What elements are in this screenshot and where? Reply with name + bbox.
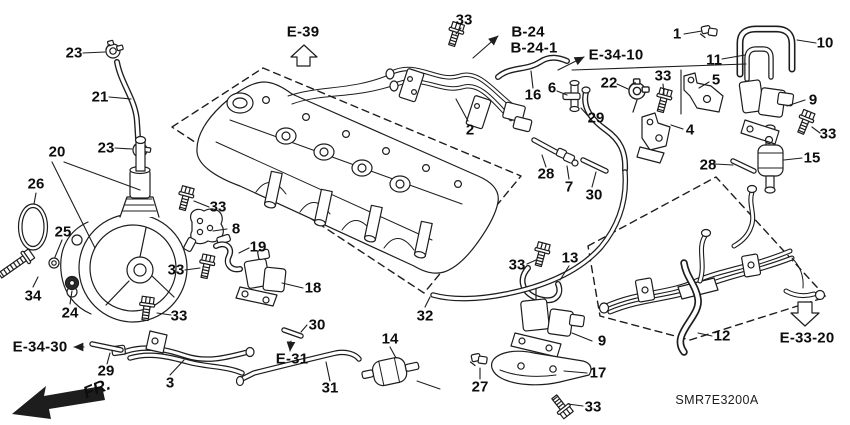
- hose-12: [676, 259, 702, 356]
- hose-29-upper: [581, 86, 629, 173]
- vacuum-pump-20: [60, 135, 188, 323]
- bolt-33-mid-left: [174, 184, 197, 213]
- b-24-arrow: [472, 35, 499, 59]
- tube-assembly-3: [111, 330, 255, 376]
- bolt-33-bottom-right: [547, 391, 576, 421]
- pipe-31: [235, 349, 362, 387]
- pipe-assembly-2: [385, 66, 533, 133]
- tube-30-upper: [580, 157, 609, 174]
- pipe-assembly-12-bundle: [598, 184, 826, 315]
- tee-fitting-6: [562, 79, 581, 113]
- tube-29-lower: [89, 341, 124, 353]
- bracket-5: [683, 72, 724, 113]
- tube-28-mid: [531, 137, 559, 155]
- tube-30-lower: [281, 327, 304, 339]
- fr-direction-arrow: [12, 386, 105, 419]
- tube-28-right: [730, 158, 757, 174]
- e-33-20-hollow-down-arrow: [790, 301, 820, 327]
- clip-1: [699, 24, 718, 39]
- bolt-33-far-right: [793, 108, 817, 137]
- solenoid-valve-9-upper: [738, 79, 795, 145]
- hose-21: [114, 59, 141, 141]
- canister-14: [361, 357, 441, 390]
- reference-arrows: [12, 35, 820, 419]
- hose-11: [744, 46, 774, 82]
- clip-27: [469, 352, 488, 367]
- harness-pipes-over-cover: [287, 73, 396, 105]
- clamp-22: [628, 78, 650, 113]
- bolt-33-mid-bottom: [530, 240, 553, 269]
- leader-lines: [32, 27, 821, 407]
- bolt-34: [0, 248, 36, 279]
- joint-fitting-7: [555, 147, 579, 167]
- washer-24: [64, 275, 80, 291]
- e-31-arrow: [286, 340, 296, 352]
- solenoid-valve-18: [235, 248, 287, 307]
- hose-16: [495, 54, 570, 80]
- bracket-4: [636, 112, 671, 164]
- valve-cover: [196, 81, 499, 274]
- bracket-17: [491, 350, 592, 386]
- e-34-10-arrow: [557, 56, 585, 71]
- o-ring-26: [17, 203, 49, 251]
- dashed-boundary-pipe-assembly-12: [587, 176, 827, 341]
- clamp-23-upper: [102, 37, 126, 61]
- hose-10: [736, 25, 796, 78]
- seal-25: [48, 257, 60, 269]
- hose-19: [213, 241, 243, 273]
- bolt-33-top: [443, 20, 467, 49]
- dashed-boundary-valve-cover: [171, 67, 522, 294]
- bolt-33-lower-left: [196, 253, 217, 281]
- check-valve-8: [183, 208, 231, 252]
- solenoid-valve-9-lower: [510, 283, 585, 358]
- e-39-hollow-up-arrow: [290, 44, 318, 67]
